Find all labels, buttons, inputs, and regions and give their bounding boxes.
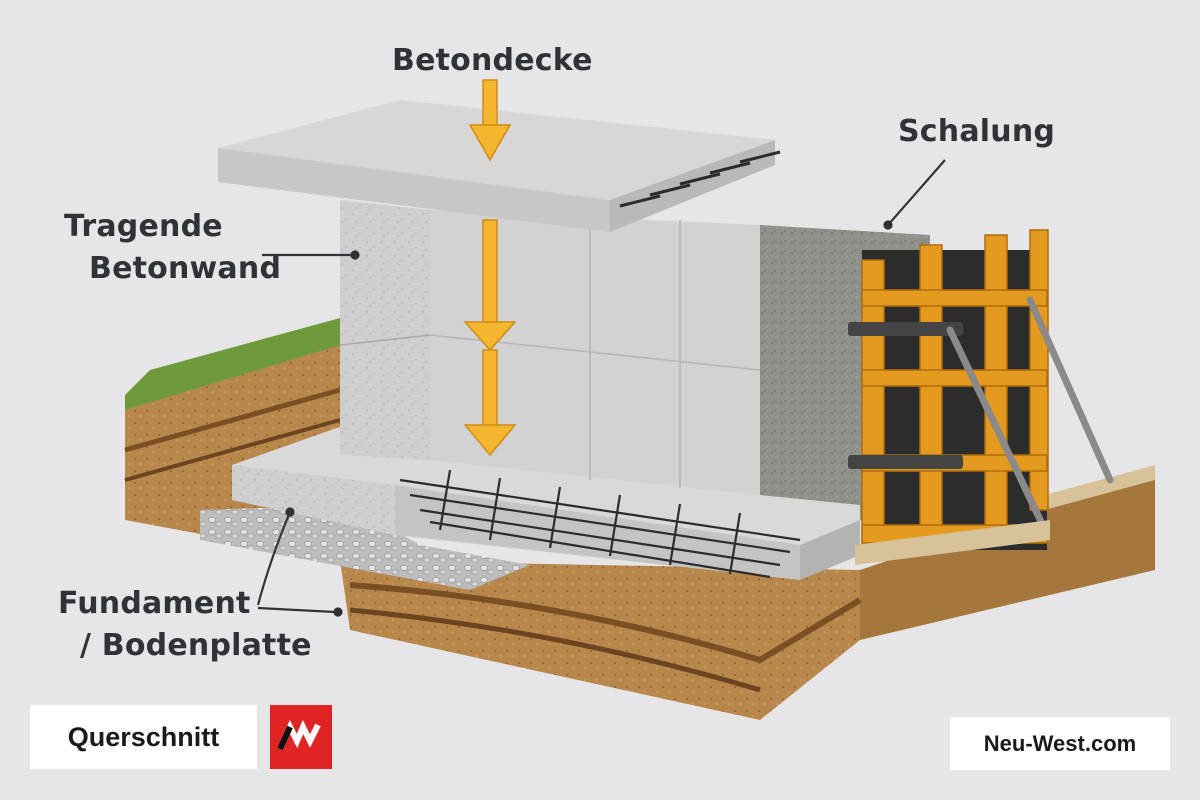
leader-dot [352, 252, 359, 259]
soil-front [340, 560, 860, 720]
leader-dot [335, 609, 342, 616]
section-badge: Querschnitt [30, 705, 257, 769]
leader-foundation-2 [258, 608, 335, 612]
label-wall-line1: Tragende [64, 208, 223, 246]
leader-dot [885, 222, 892, 229]
label-foundation-line2: / Bodenplatte [80, 627, 312, 665]
load-bearing-wall [340, 200, 760, 495]
leader-dot [287, 509, 294, 516]
wall-end-face [340, 200, 430, 460]
leader-formwork [888, 160, 945, 225]
label-concrete-deck: Betondecke [392, 42, 593, 80]
concrete-deck [218, 100, 780, 232]
nw-logo-graphic [270, 705, 332, 769]
nw-logo-icon [270, 705, 332, 769]
label-formwork: Schalung [898, 113, 1055, 151]
website-badge: Neu-West.com [950, 717, 1170, 770]
label-foundation-line1: Fundament [58, 585, 251, 623]
label-wall-line2: Betonwand [89, 250, 281, 288]
